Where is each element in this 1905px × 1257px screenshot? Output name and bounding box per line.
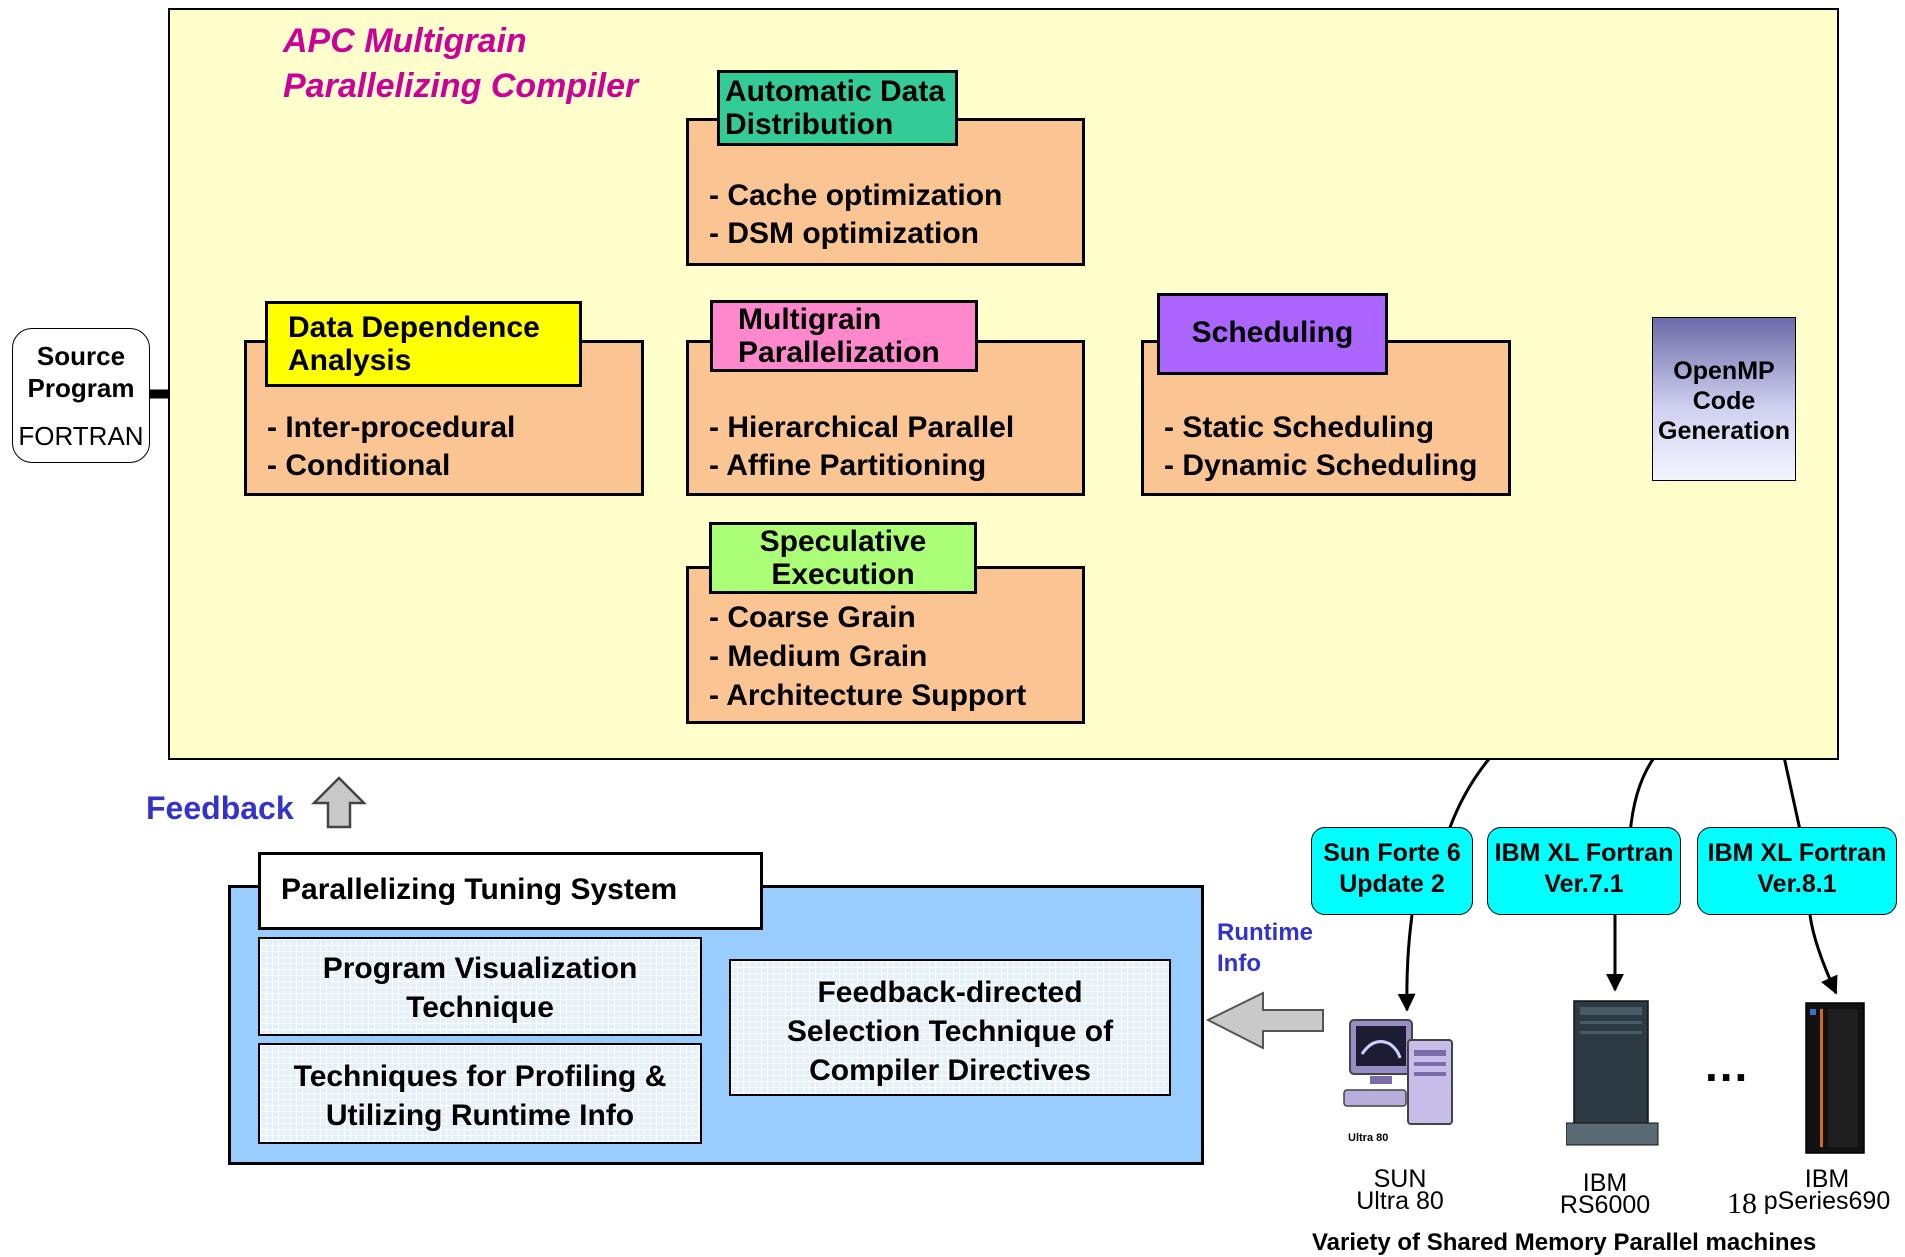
- scheduling-label-text: Scheduling: [1191, 316, 1354, 349]
- openmp-codegen-box: OpenMP Code Generation: [1652, 317, 1796, 481]
- compiler-title-line2: Parallelizing Compiler: [283, 67, 639, 105]
- feedback-arrow: [310, 776, 368, 829]
- multigrain-item-2: - Affine Partitioning: [709, 449, 987, 482]
- data-dependence-item-2: - Conditional: [267, 449, 451, 482]
- data-dependence-item-1: - Inter-procedural: [267, 411, 516, 444]
- pseries690-caption-line1: IBM: [1804, 1165, 1850, 1193]
- selection-line3: Compiler Directives: [809, 1054, 1091, 1087]
- speculative-label-line1: Speculative: [759, 525, 927, 558]
- data-distribution-label: Automatic Data Distribution: [717, 70, 958, 146]
- source-program-box: Source Program FORTRAN: [12, 328, 150, 463]
- runtime-line2: Info: [1217, 950, 1261, 977]
- compiler-tag-xl7-line1: IBM XL Fortran: [1494, 839, 1674, 867]
- data-dependence-label-line1: Data Dependence: [288, 311, 540, 344]
- runtime-info-label: Runtime Info: [1217, 917, 1313, 979]
- sun-badge: Ultra 80: [1348, 1132, 1388, 1144]
- profiling-line2: Utilizing Runtime Info: [325, 1099, 635, 1132]
- source-language: FORTRAN: [18, 421, 144, 451]
- visualization-line2: Technique: [406, 991, 554, 1024]
- source-label: Source: [36, 341, 126, 371]
- sun-workstation-image: Ultra 80: [1343, 1019, 1453, 1144]
- compiler-tag-xl8-line1: IBM XL Fortran: [1707, 839, 1887, 867]
- sun-caption: SUN Ultra 80: [1345, 1165, 1455, 1215]
- rs6000-caption-line2: RS6000: [1559, 1191, 1651, 1219]
- pseries690-caption: IBM pSeries690: [1757, 1165, 1897, 1215]
- visualization-technique-box: Program Visualization Technique: [258, 937, 702, 1036]
- visualization-line1: Program Visualization: [322, 952, 638, 985]
- program-label: Program: [27, 373, 135, 403]
- profiling-line1: Techniques for Profiling &: [293, 1060, 667, 1093]
- sun-caption-line1: SUN: [1373, 1165, 1427, 1193]
- compiler-tag-sun-line1: Sun Forte 6: [1323, 839, 1461, 867]
- data-distribution-label-line2: Distribution: [725, 108, 894, 141]
- data-dependence-label-line2: Analysis: [288, 344, 412, 377]
- compiler-tag-xl7: IBM XL Fortran Ver.7.1: [1487, 827, 1681, 915]
- multigrain-item-1: - Hierarchical Parallel: [709, 411, 1015, 444]
- compiler-tag-sun-line2: Update 2: [1339, 870, 1445, 898]
- rs6000-caption: IBM RS6000: [1550, 1169, 1660, 1219]
- speculative-label-line2: Execution: [771, 558, 915, 591]
- multigrain-label-line1: Multigrain: [738, 303, 882, 336]
- speculative-label: Speculative Execution: [709, 522, 977, 594]
- openmp-line2: Code: [1692, 387, 1756, 415]
- more-machines-ellipsis: ...: [1705, 1039, 1750, 1091]
- speculative-item-3: - Architecture Support: [709, 679, 1027, 712]
- pseries690-image: [1805, 1002, 1865, 1154]
- runtime-arrow: [1205, 991, 1324, 1050]
- compiler-tag-xl7-line2: Ver.7.1: [1544, 870, 1624, 898]
- wire-xl8-machine: [1808, 914, 1838, 995]
- compiler-title-line1: APC Multigrain: [283, 22, 527, 60]
- scheduling-label: Scheduling: [1157, 293, 1388, 375]
- pseries690-caption-line2: pSeries690: [1763, 1187, 1891, 1215]
- data-distribution-item-1: - Cache optimization: [709, 179, 1003, 212]
- runtime-line1: Runtime: [1217, 919, 1313, 946]
- selection-technique-box: Feedback-directed Selection Technique of…: [729, 959, 1171, 1096]
- footer-caption: Variety of Shared Memory Parallel machin…: [1312, 1229, 1817, 1256]
- scheduling-item-2: - Dynamic Scheduling: [1164, 449, 1478, 482]
- speculative-item-2: - Medium Grain: [709, 640, 928, 673]
- rs6000-image: [1566, 1000, 1659, 1146]
- compiler-tag-sun: Sun Forte 6 Update 2: [1311, 827, 1473, 915]
- rs6000-caption-line1: IBM: [1582, 1169, 1628, 1197]
- compiler-tag-xl8-line2: Ver.8.1: [1757, 870, 1837, 898]
- data-distribution-item-2: - DSM optimization: [709, 217, 979, 250]
- tuning-system-title: Parallelizing Tuning System: [258, 852, 763, 930]
- speculative-item-1: - Coarse Grain: [709, 601, 916, 634]
- data-dependence-label: Data Dependence Analysis: [265, 301, 582, 387]
- compiler-tag-xl8: IBM XL Fortran Ver.8.1: [1697, 827, 1897, 915]
- openmp-line1: OpenMP: [1673, 357, 1775, 385]
- profiling-technique-box: Techniques for Profiling & Utilizing Run…: [258, 1043, 702, 1144]
- selection-line1: Feedback-directed: [817, 976, 1083, 1009]
- sun-caption-line2: Ultra 80: [1356, 1187, 1444, 1215]
- selection-line2: Selection Technique of: [786, 1015, 1114, 1048]
- multigrain-label-line2: Parallelization: [738, 336, 940, 369]
- data-distribution-label-line1: Automatic Data: [725, 75, 946, 108]
- multigrain-label: Multigrain Parallelization: [710, 300, 978, 372]
- scheduling-item-1: - Static Scheduling: [1164, 411, 1435, 444]
- feedback-label: Feedback: [146, 790, 294, 826]
- openmp-line3: Generation: [1658, 417, 1790, 445]
- wire-sun-machine: [1397, 914, 1416, 1012]
- page-number: 18: [1727, 1187, 1757, 1220]
